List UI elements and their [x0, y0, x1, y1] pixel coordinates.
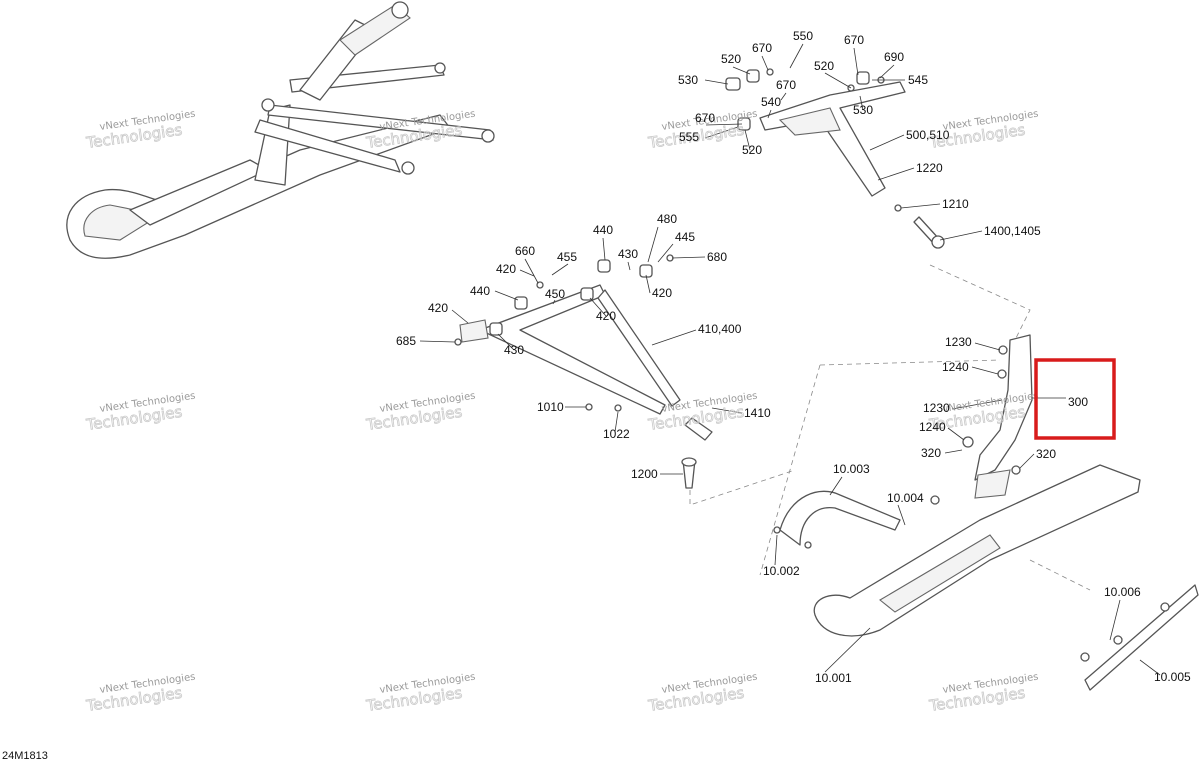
callout-labels: 550 670 670 520 690 520 530 670 545 540 530 670 555 5…: [396, 29, 1191, 685]
callout-c410: 410,400: [698, 322, 742, 336]
callout-c1010: 1010: [537, 400, 564, 414]
watermark: vNext Technologies Technologies: [84, 672, 196, 716]
watermark: vNext Technologies Technologies: [927, 672, 1039, 716]
watermark: vNext Technologies Technologies: [364, 109, 476, 153]
callout-c455: 455: [557, 250, 577, 264]
callout-c530b: 530: [853, 103, 873, 117]
highlighted-part[interactable]: 300: [1034, 358, 1116, 440]
callout-c420b: 420: [652, 286, 672, 300]
upper-a-arm-illustration: [725, 68, 945, 249]
callout-c430b: 430: [504, 343, 524, 357]
callout-c320b: 320: [1036, 447, 1056, 461]
callout-c10005: 10.005: [1154, 670, 1191, 684]
callout-c10002: 10.002: [763, 564, 800, 578]
callout-c1240a: 1240: [942, 360, 969, 374]
watermark: vNext Technologies Technologies: [646, 672, 758, 716]
callout-c1400: 1400,1405: [984, 224, 1041, 238]
watermark: vNext Technologies Technologies: [364, 672, 476, 716]
callout-c445: 445: [675, 230, 695, 244]
callout-c545: 545: [908, 73, 928, 87]
callout-c520c: 520: [742, 143, 762, 157]
highlighted-callout-300[interactable]: 300: [1068, 395, 1088, 409]
callout-c685: 685: [396, 334, 416, 348]
callout-c420d: 420: [596, 309, 616, 323]
highlight-box[interactable]: [1034, 358, 1116, 440]
callout-c1240b: 1240: [919, 420, 946, 434]
callout-c440b: 440: [470, 284, 490, 298]
lower-a-arm-illustration: [454, 254, 713, 489]
callout-c660: 660: [515, 244, 535, 258]
callout-c10006: 10.006: [1104, 585, 1141, 599]
callout-c690: 690: [884, 50, 904, 64]
callout-c480: 480: [657, 212, 677, 226]
assembly-guides: [689, 264, 1091, 591]
callout-c1022: 1022: [603, 427, 630, 441]
callout-c320a: 320: [921, 446, 941, 460]
callout-c670d: 670: [695, 111, 715, 125]
callout-c670a: 670: [752, 41, 772, 55]
callout-c450: 450: [545, 287, 565, 301]
callout-c10003: 10.003: [833, 462, 870, 476]
callout-c10004: 10.004: [887, 491, 924, 505]
callout-c1210: 1210: [942, 197, 969, 211]
callout-c1200: 1200: [631, 467, 658, 481]
callout-c1230b: 1230: [923, 401, 950, 415]
spindle-and-ski-illustration: [773, 334, 1199, 691]
callout-c420c: 420: [428, 301, 448, 315]
callout-c670c: 670: [776, 78, 796, 92]
watermark: vNext Technologies Technologies: [84, 109, 196, 153]
callout-c420a: 420: [496, 262, 516, 276]
callout-c680: 680: [707, 250, 727, 264]
callout-c1220: 1220: [916, 161, 943, 175]
watermark: vNext Technologies Technologies: [84, 391, 196, 435]
callout-c440a: 440: [593, 223, 613, 237]
callout-c1230a: 1230: [945, 335, 972, 349]
callout-c430a: 430: [618, 247, 638, 261]
callout-c520a: 520: [721, 52, 741, 66]
callout-c540: 540: [761, 95, 781, 109]
callout-c530a: 530: [678, 73, 698, 87]
callout-c1410: 1410: [744, 406, 771, 420]
callout-c555: 555: [679, 130, 699, 144]
callout-c550: 550: [793, 29, 813, 43]
callout-c670b: 670: [844, 33, 864, 47]
watermark: vNext Technologies Technologies: [364, 391, 476, 435]
callout-c10001: 10.001: [815, 671, 852, 685]
callout-c500: 500,510: [906, 128, 950, 142]
callout-c520b: 520: [814, 59, 834, 73]
diagram-code: 24M1813: [2, 750, 48, 762]
assembled-ski-illustration: [66, 1, 495, 259]
